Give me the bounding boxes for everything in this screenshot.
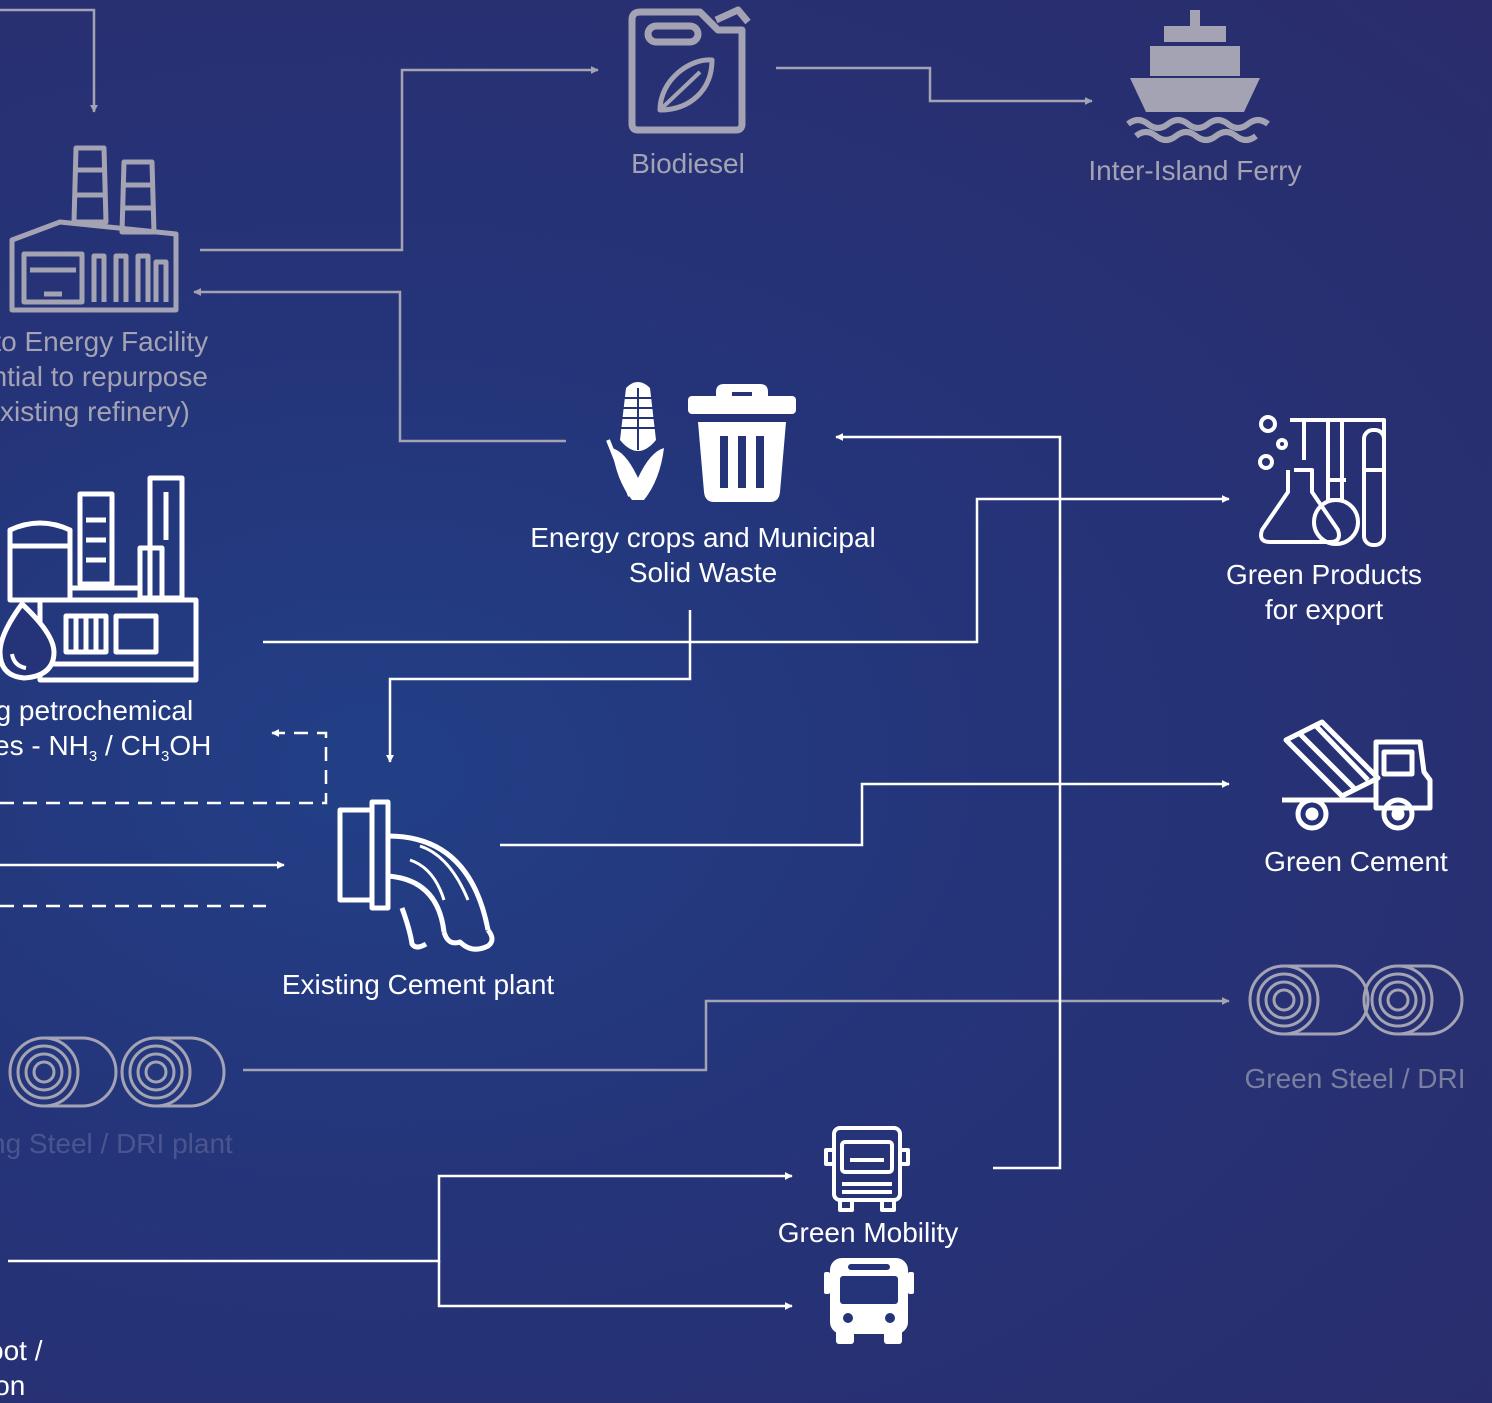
connector-petro-to-green-products — [263, 495, 1230, 644]
energy-crops-label: Energy crops and Municipal Solid Waste — [490, 520, 916, 590]
bus-icon — [824, 1258, 914, 1344]
lab-flask-icon — [1258, 415, 1386, 547]
pipe-outflow-icon — [337, 799, 495, 952]
connector-steelplant-to-greensteel — [243, 997, 1230, 1072]
energy-crops-line1: Energy crops and Municipal — [530, 522, 876, 553]
connector-mobility-to-crops — [835, 433, 1062, 1170]
steel-plant-coils-icon — [8, 1036, 226, 1108]
ferry-label: Inter-Island Ferry — [1088, 155, 1302, 186]
green-steel-label: Green Steel / DRI — [1244, 1063, 1466, 1094]
connector-depot-to-mobility — [8, 1172, 793, 1263]
ch-subscript: 3 — [161, 748, 170, 765]
depot-label: oot / ion — [0, 1333, 108, 1403]
petrochemical-label: ng petrochemical ties - NH3 / CH3OH — [0, 693, 270, 765]
biodiesel-label: Biodiesel — [631, 148, 745, 179]
factory-icon — [9, 145, 179, 313]
waste-to-energy-line2: ential to repurpose — [0, 361, 208, 392]
biodiesel-icon — [628, 6, 751, 134]
green-products-line1: Green Products — [1225, 559, 1423, 590]
depot-line1: oot / — [0, 1335, 43, 1366]
cement-mixer-truck-icon — [1282, 719, 1433, 831]
trash-bin-icon — [688, 384, 796, 502]
green-products-line2: for export — [1264, 594, 1384, 625]
connector-cement-to-green-cement — [500, 780, 1230, 847]
petrochemical-line2: ties - NH3 / CH3OH — [0, 728, 270, 765]
nh-subscript: 3 — [88, 748, 98, 765]
connector-facility-to-biodiesel — [200, 66, 599, 252]
cement-plant-label: Existing Cement plant — [281, 969, 555, 1000]
connector-depot-to-bus — [437, 1261, 793, 1310]
waste-to-energy-line1: e to Energy Facility — [0, 326, 209, 357]
ferry-icon — [1126, 10, 1270, 143]
petro-oh: OH — [169, 730, 212, 761]
connector-crops-to-facility — [193, 288, 566, 443]
green-products-label: Green Products for export — [1194, 557, 1454, 627]
steel-plant-label: ng Steel / DRI plant — [0, 1128, 233, 1159]
petrochemical-line1: ng petrochemical — [0, 695, 194, 726]
green-mobility-label: Green Mobility — [777, 1217, 959, 1248]
corn-icon — [606, 382, 664, 500]
connector-biodiesel-to-ferry — [776, 66, 1093, 105]
steel-coils-icon — [1248, 964, 1464, 1036]
depot-line2: ion — [0, 1370, 26, 1401]
petro-prefix: ties - NH — [0, 730, 89, 761]
connector-dashed-to-petro — [0, 729, 328, 805]
connector-crops-to-cement — [386, 610, 692, 763]
petro-sep: / CH — [97, 730, 162, 761]
green-cement-label: Green Cement — [1264, 846, 1448, 877]
waste-to-energy-line3: xisting refinery) — [0, 396, 190, 427]
petrochemical-plant-icon — [0, 475, 199, 683]
truck-front-icon — [824, 1126, 910, 1212]
waste-to-energy-label: e to Energy Facility ential to repurpose… — [0, 324, 300, 429]
energy-crops-line2: Solid Waste — [628, 557, 778, 588]
connector-top-to-facility — [0, 8, 98, 113]
